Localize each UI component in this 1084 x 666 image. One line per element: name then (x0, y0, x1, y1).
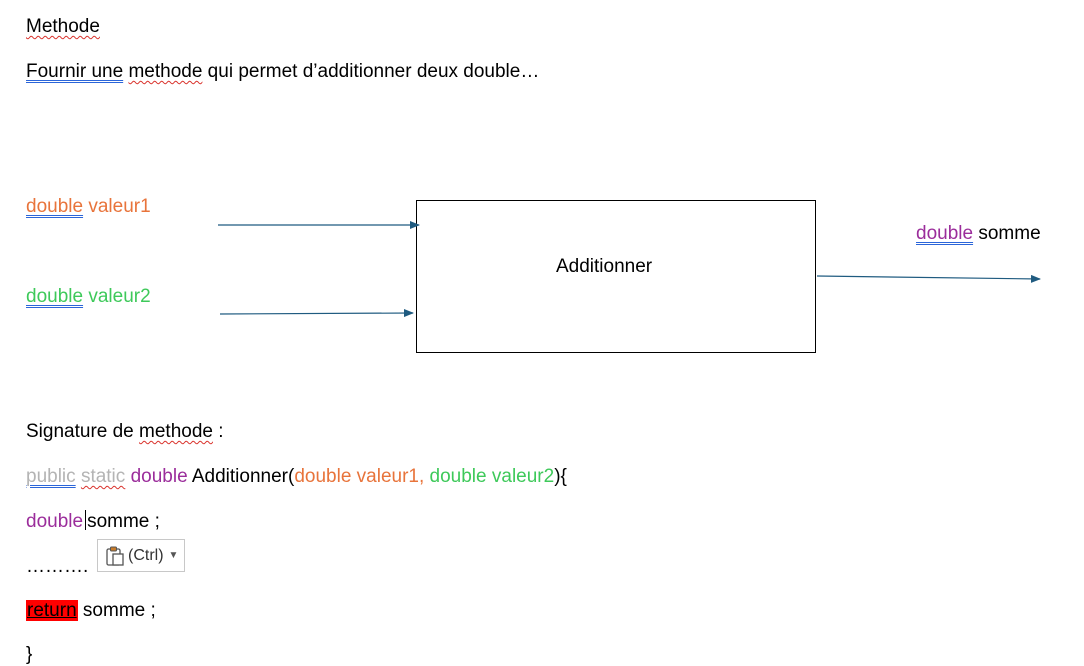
signature-suffix: : (212, 421, 224, 442)
input2-name: valeur2 (83, 286, 151, 307)
output-type: double (916, 223, 974, 244)
return-keyword: return (26, 600, 78, 621)
heading: Methode (26, 16, 100, 38)
param1: double valeur1, (294, 466, 425, 487)
paste-options-button[interactable]: (Ctrl) ▼ (97, 539, 185, 572)
output-arrow (816, 274, 1041, 283)
intro-line: Fournir une methode qui permet d’additio… (26, 61, 539, 83)
input1-type: double (26, 196, 84, 217)
kw-static: static (80, 466, 126, 487)
output-name: somme (973, 223, 1041, 244)
param2: double valeur2 (424, 466, 555, 487)
code-line-signature: public static double Additionner(double … (26, 466, 567, 488)
clipboard-icon (106, 546, 124, 566)
input1-label: double valeur1 (26, 196, 151, 218)
intro-word-fournir: Fournir une (26, 61, 124, 82)
box-label: Additionner (556, 256, 653, 277)
code-closing-brace: } (26, 644, 33, 665)
code-line-return: return somme ; (26, 600, 156, 622)
additionner-box (416, 200, 816, 353)
return-rest: somme ; (77, 600, 156, 621)
code-line-dots: ………. (26, 556, 89, 577)
text-cursor (85, 510, 87, 530)
method-close: ){ (554, 466, 567, 487)
output-label: double somme (916, 223, 1041, 245)
method-name: Additionner( (187, 466, 295, 487)
kw-double: double (125, 466, 188, 487)
input2-arrow (219, 309, 414, 318)
input2-type: double (26, 286, 84, 307)
signature-label: Signature de methode : (26, 421, 224, 443)
signature-prefix: Signature de (26, 421, 140, 442)
input2-label: double valeur2 (26, 286, 151, 308)
chevron-down-icon: ▼ (168, 550, 179, 561)
paste-options-label: (Ctrl) (128, 546, 164, 564)
input1-name: valeur1 (83, 196, 151, 217)
decl-rest: somme ; (87, 511, 160, 532)
intro-word-methode: methode (128, 61, 203, 82)
heading-text: Methode (26, 16, 100, 37)
decl-type: double (26, 511, 84, 532)
kw-public: public (26, 466, 76, 487)
signature-word: methode (139, 421, 213, 442)
intro-rest: qui permet d’additionner deux double… (202, 61, 540, 82)
